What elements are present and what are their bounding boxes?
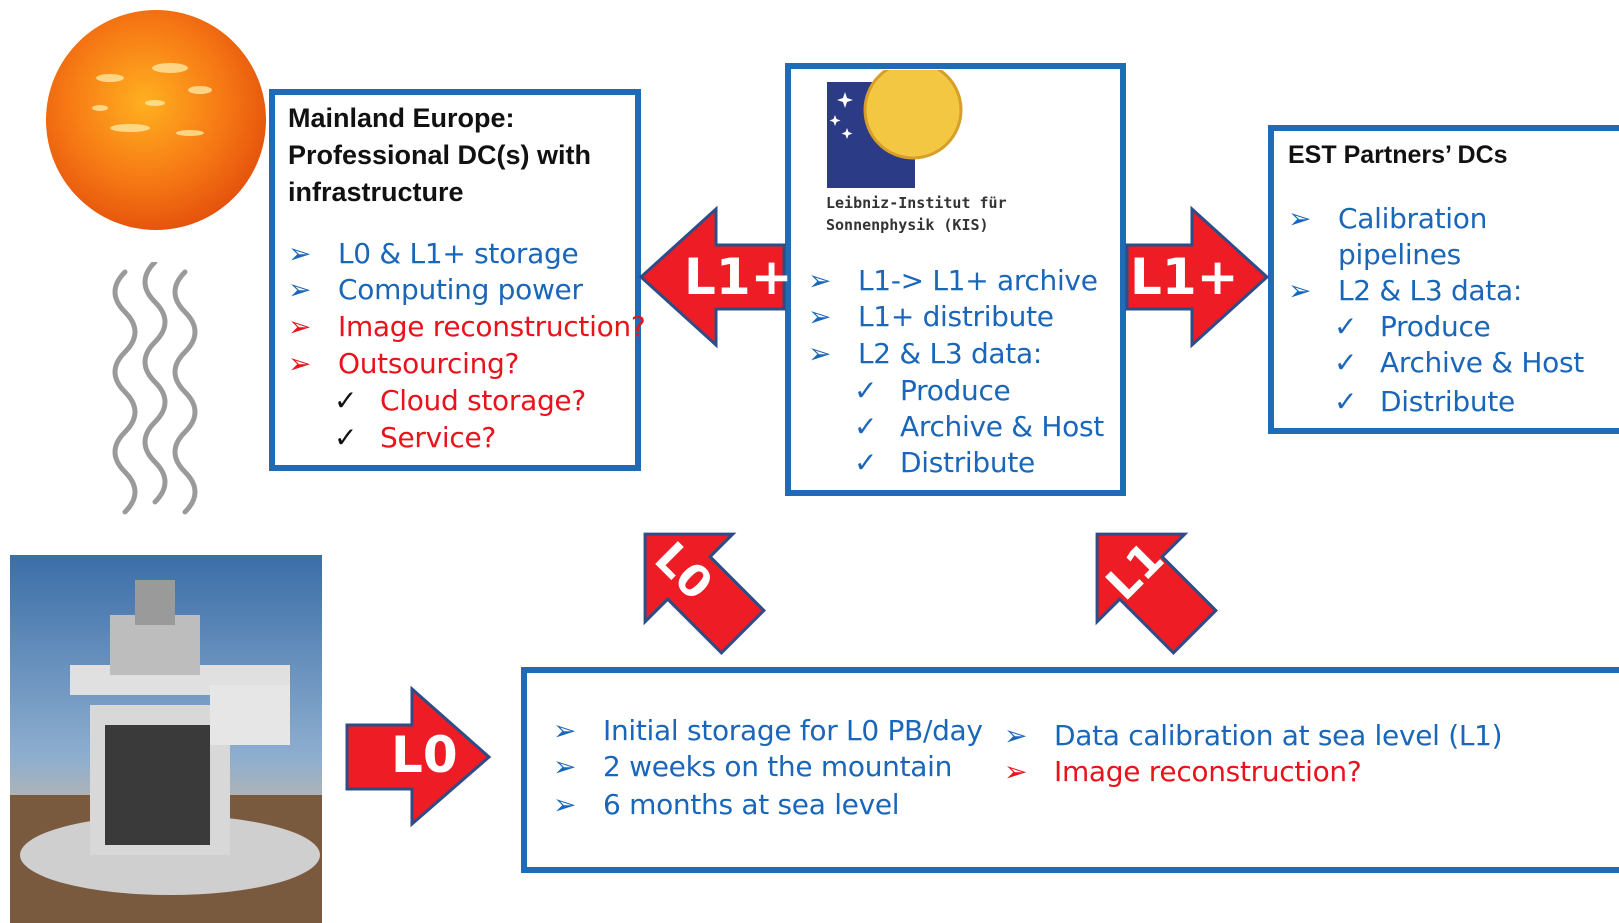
arrow-bullet-icon: ➢ (553, 750, 577, 783)
arrow-label: L1+ (684, 248, 793, 306)
checkmark-icon: ✓ (334, 384, 358, 417)
arrow-bullet-icon: ➢ (808, 337, 832, 370)
arrow-diagonal-icon (1095, 532, 1219, 656)
partners-box (1268, 125, 1619, 434)
checkmark-icon: ✓ (334, 421, 358, 454)
site-item: ➢2 weeks on the mountain (553, 750, 953, 783)
checkmark-icon: ✓ (854, 446, 878, 479)
partners-subitem: ✓Produce (1334, 310, 1491, 343)
arrow-bullet-icon: ➢ (553, 714, 577, 747)
europe-box (269, 89, 641, 471)
site-box (521, 667, 1619, 873)
arrow-bullet-icon: ➢ (808, 300, 832, 333)
arrow-bullet-icon: ➢ (1004, 755, 1028, 788)
wavy-lines-graphic (112, 262, 198, 515)
partners-item: pipelines (1338, 238, 1461, 271)
europe-subitem: ✓Cloud storage? (334, 384, 586, 417)
checkmark-icon: ✓ (1334, 385, 1358, 418)
arrow-bullet-icon: ➢ (288, 310, 312, 343)
partners-item: ➢L2 & L3 data: (1288, 274, 1522, 307)
site-item: ➢Initial storage for L0 PB/day (553, 714, 983, 747)
arrow-label: L0 (391, 726, 458, 784)
kis-logo (827, 70, 963, 188)
arrow-bullet-icon: ➢ (288, 273, 312, 306)
arrow-bullet-icon: ➢ (1004, 719, 1028, 752)
arrow-diagonal-icon (643, 532, 767, 656)
site-item: ➢Image reconstruction? (1004, 755, 1362, 788)
arrow-bullet-icon: ➢ (553, 788, 577, 821)
checkmark-icon: ✓ (1334, 310, 1358, 343)
europe-heading: Mainland Europe: Professional DC(s) with… (288, 103, 592, 207)
site-item: ➢Data calibration at sea level (L1) (1004, 719, 1503, 752)
partners-heading: EST Partners’ DCs (1288, 141, 1508, 169)
europe-subitem: ✓Service? (334, 421, 496, 454)
arrow-bullet-icon: ➢ (1288, 274, 1312, 307)
kis-logo-text: Leibniz-Institut für Sonnenphysik (KIS) (826, 194, 1007, 234)
site-item: ➢6 months at sea level (553, 788, 900, 821)
checkmark-icon: ✓ (854, 410, 878, 443)
kis-subitem: ✓Distribute (854, 446, 1035, 479)
europe-item: ➢Outsourcing? (288, 347, 520, 380)
kis-subitem: ✓Produce (854, 374, 1011, 407)
partners-subitem: ✓Distribute (1334, 385, 1515, 418)
arrow-label: L1+ (1130, 248, 1239, 306)
europe-item: ➢Computing power (288, 273, 583, 306)
arrow-left-icon (638, 205, 786, 349)
arrow-bullet-icon: ➢ (1288, 202, 1312, 235)
europe-item: ➢L0 & L1+ storage (288, 237, 579, 270)
kis-subitem: ✓Archive & Host (854, 410, 1104, 443)
arrow-right-icon (345, 685, 492, 828)
checkmark-icon: ✓ (854, 374, 878, 407)
partners-item: ➢Calibration (1288, 202, 1488, 235)
arrow-bullet-icon: ➢ (288, 347, 312, 380)
kis-item: ➢L1+ distribute (808, 300, 1054, 333)
arrow-bullet-icon: ➢ (288, 237, 312, 270)
arrow-right-icon (1125, 205, 1270, 349)
europe-item: ➢Image reconstruction? (288, 310, 646, 343)
checkmark-icon: ✓ (1334, 346, 1358, 379)
sun-image (46, 10, 266, 230)
partners-subitem: ✓Archive & Host (1334, 346, 1584, 379)
kis-item: ➢L2 & L3 data: (808, 337, 1042, 370)
arrow-bullet-icon: ➢ (808, 264, 832, 297)
kis-item: ➢L1-> L1+ archive (808, 264, 1098, 297)
telescope-image (10, 555, 322, 923)
